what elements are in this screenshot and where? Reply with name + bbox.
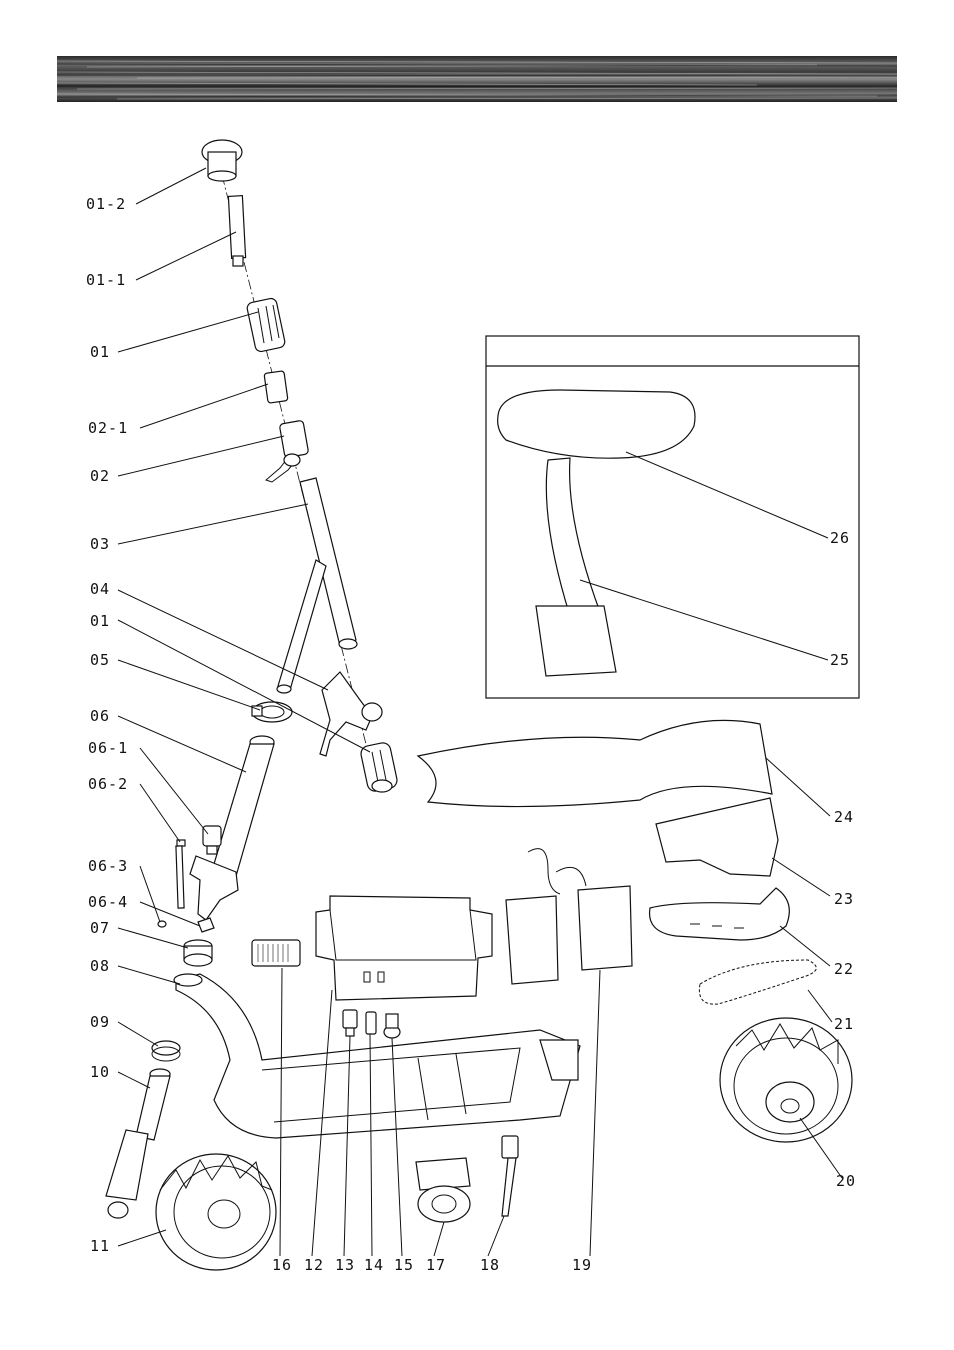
label-06-3: 06-3 (88, 857, 128, 875)
label-04: 04 (90, 580, 110, 598)
label-09: 09 (90, 1013, 110, 1031)
part-06-2-bolt (176, 840, 185, 908)
seat-inset-panel (486, 336, 859, 698)
part-01-grip (246, 297, 286, 352)
label-22: 22 (834, 960, 854, 978)
steering-axis (222, 175, 370, 760)
label-25: 25 (830, 651, 850, 669)
part-02-1-throttle-sleeve (264, 371, 288, 403)
label-23: 23 (834, 890, 854, 908)
part-03-handlebar (277, 478, 357, 693)
label-20: 20 (836, 1172, 856, 1190)
part-21-chain (699, 960, 816, 1004)
label-01b: 01 (90, 612, 110, 630)
label-06-1: 06-1 (88, 739, 128, 757)
label-11: 11 (90, 1237, 110, 1255)
part-22-chain-guard (650, 888, 790, 940)
label-06: 06 (90, 707, 110, 725)
label-01: 01 (90, 343, 110, 361)
label-03: 03 (90, 535, 110, 553)
label-01-2: 01-2 (86, 195, 126, 213)
part-17-motor-mount (416, 1158, 470, 1222)
label-17: 17 (426, 1256, 446, 1274)
part-13-switch (343, 1010, 357, 1036)
label-07: 07 (90, 919, 110, 937)
part-06-4-bracket (198, 918, 214, 932)
part-07-headset (184, 940, 212, 966)
label-21: 21 (834, 1015, 854, 1033)
label-14: 14 (364, 1256, 384, 1274)
part-20-rear-wheel (720, 1018, 852, 1142)
label-05: 05 (90, 651, 110, 669)
label-10: 10 (90, 1063, 110, 1081)
label-15: 15 (394, 1256, 414, 1274)
label-24: 24 (834, 808, 854, 826)
label-02: 02 (90, 467, 110, 485)
part-16-controller (252, 940, 300, 966)
part-24-deck (418, 720, 772, 806)
part-05-clamp (252, 702, 292, 722)
label-18: 18 (480, 1256, 500, 1274)
part-09-ring (152, 1041, 180, 1061)
label-19: 19 (572, 1256, 592, 1274)
label-16: 16 (272, 1256, 292, 1274)
label-12: 12 (304, 1256, 324, 1274)
part-02-throttle (266, 420, 309, 482)
label-08: 08 (90, 957, 110, 975)
part-15-socket (384, 1014, 400, 1038)
part-11-front-wheel (156, 1154, 276, 1270)
part-19-batteries (506, 849, 632, 984)
part-12-battery-box (316, 896, 492, 1000)
part-23-rear-fender (656, 798, 778, 876)
label-13: 13 (335, 1256, 355, 1274)
part-01-2-bar-end-cap (202, 140, 242, 181)
label-06-2: 06-2 (88, 775, 128, 793)
part-18-kickstand (502, 1136, 518, 1216)
label-26: 26 (830, 529, 850, 547)
part-14-connector (366, 1012, 376, 1034)
part-06-3-washer (158, 921, 166, 927)
label-02-1: 02-1 (88, 419, 128, 437)
label-06-4: 06-4 (88, 893, 128, 911)
part-01-1-inner-tube (228, 196, 245, 266)
label-01-1: 01-1 (86, 271, 126, 289)
